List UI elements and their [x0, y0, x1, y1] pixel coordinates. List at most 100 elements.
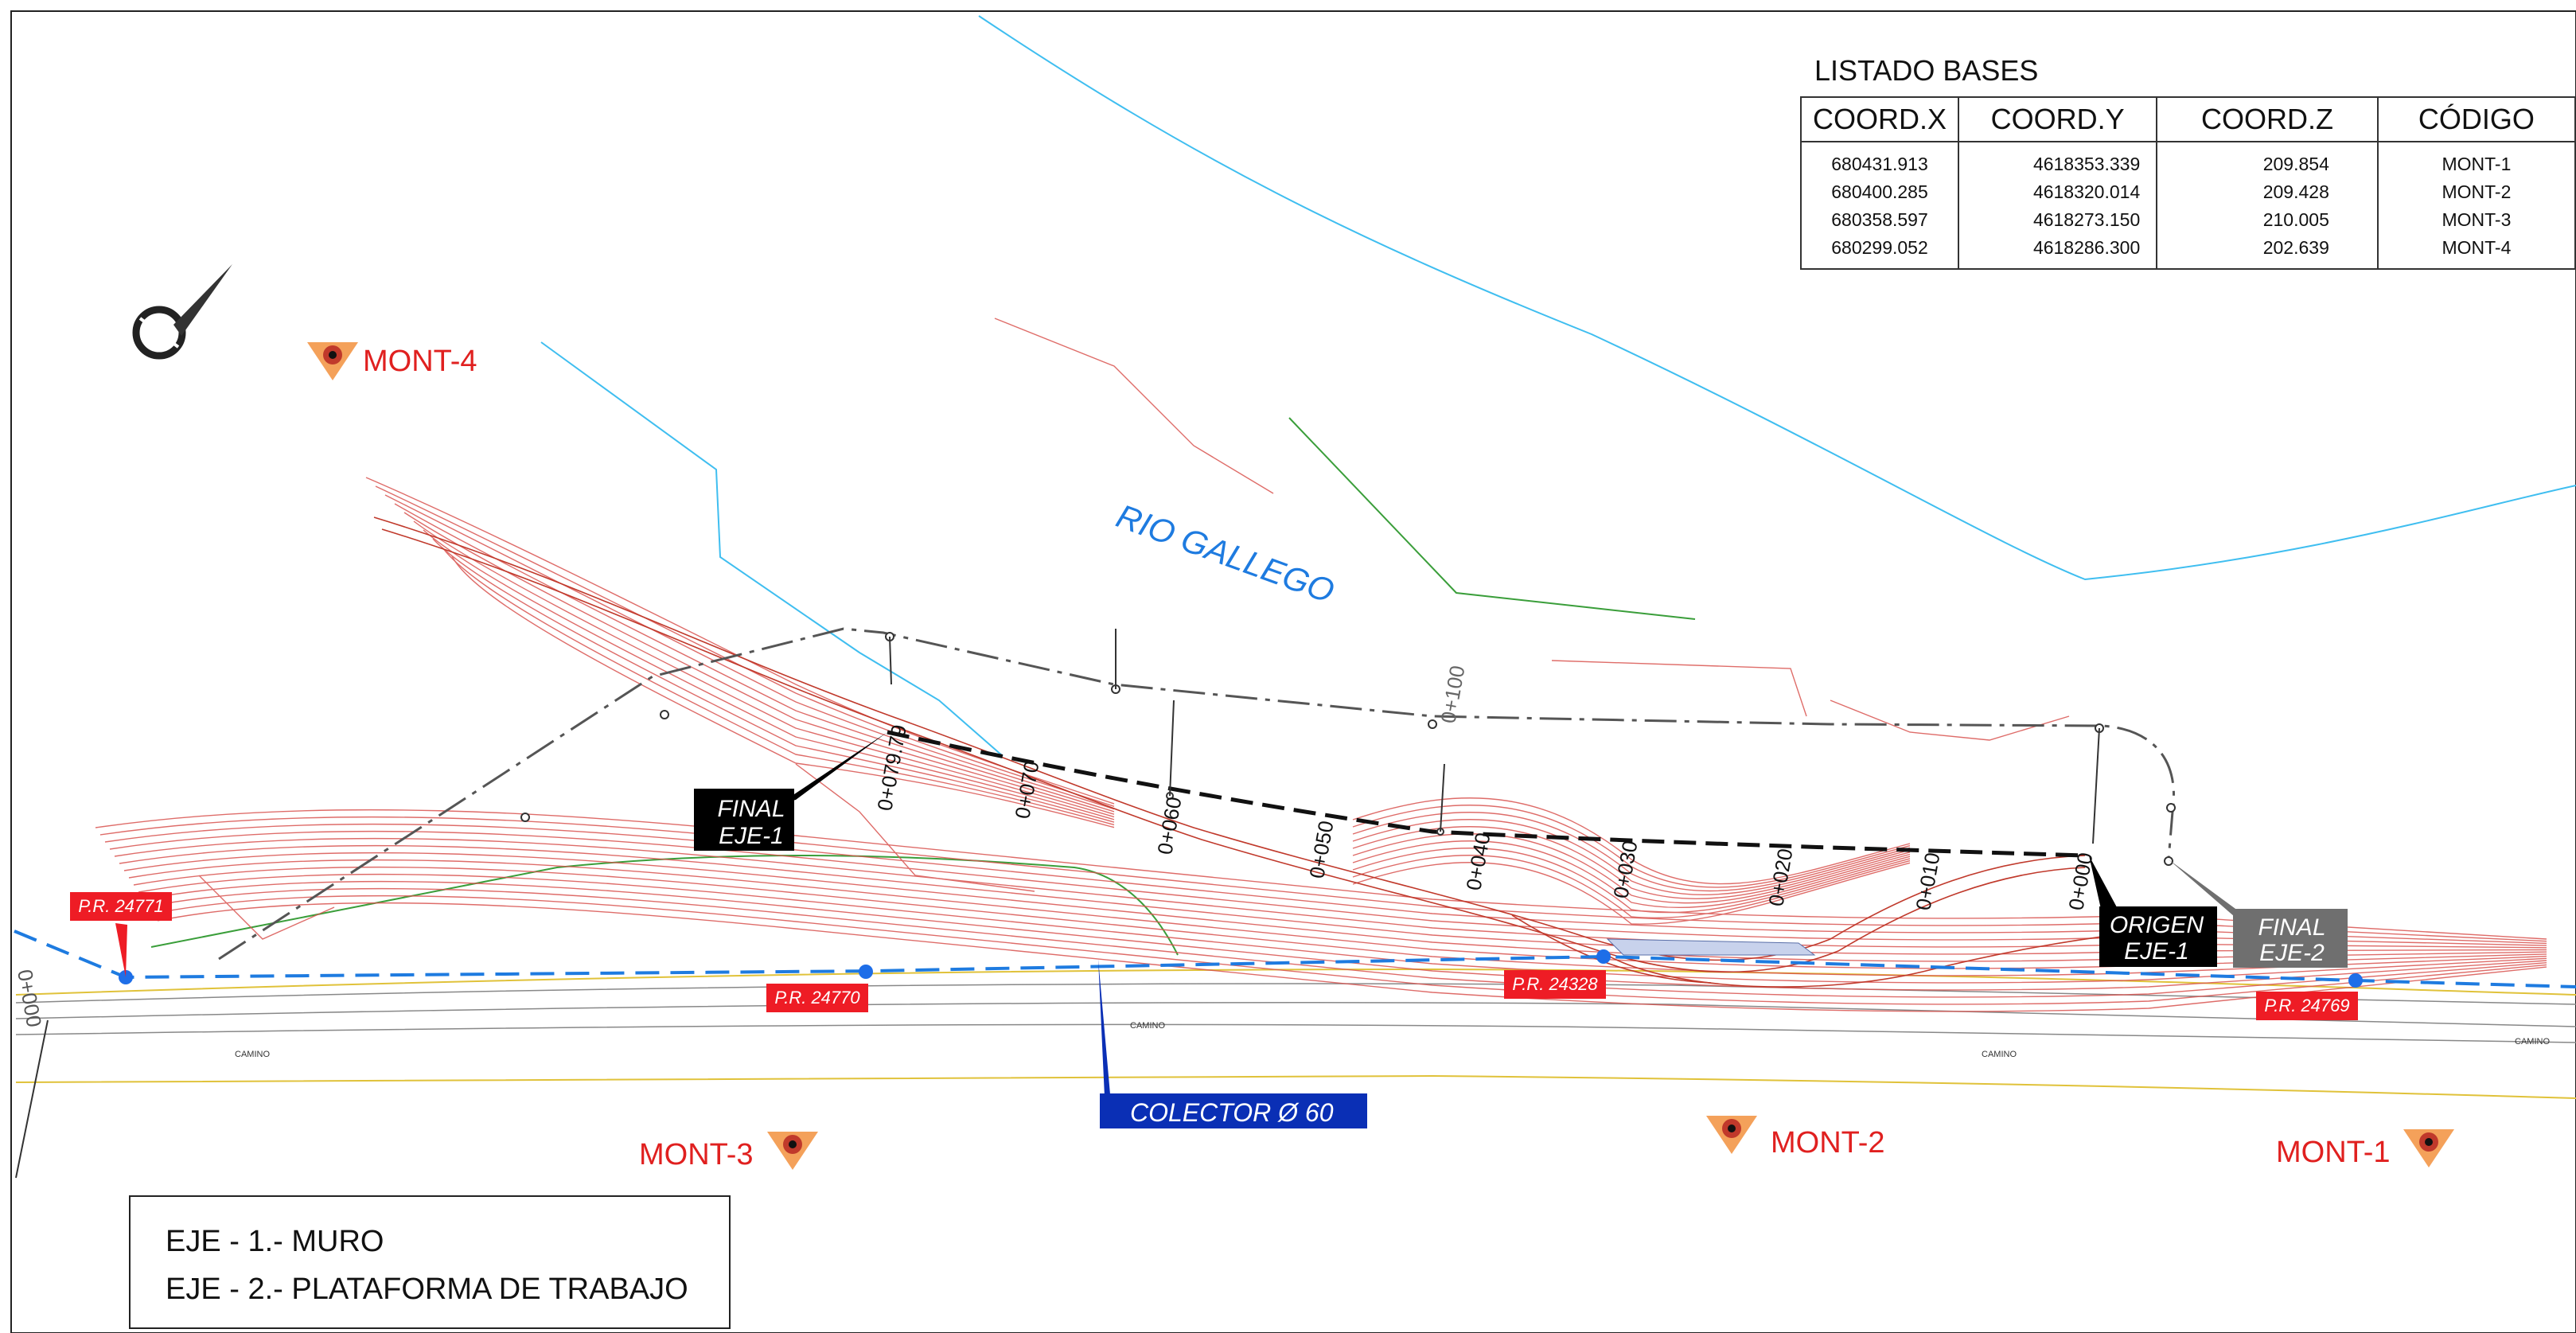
road-lines [15, 983, 2576, 1043]
contour-line [1352, 805, 1911, 888]
contour-line [128, 859, 2547, 969]
contour-line [1352, 855, 1911, 919]
station-label-left: 0+000 [13, 968, 46, 1029]
survey-base-label-mont2: MONT-2 [1771, 1126, 1885, 1160]
cell-code: MONT-3 [2376, 206, 2576, 234]
origen-eje1-line1: ORIGEN [2110, 912, 2204, 938]
station-label: 0+060 [1152, 795, 1186, 856]
reference-tag-label: P.R. 24771 [78, 896, 163, 916]
contour-line [123, 852, 2547, 962]
station-label: 0+010 [1911, 851, 1944, 912]
contour-line [133, 866, 2547, 976]
eje-2-axis [218, 627, 2175, 961]
table-row: 680299.052 4618286.300 202.639 MONT-4 [1799, 234, 2576, 270]
origen-eje1-callout [2099, 906, 2217, 967]
road-label: CAMINO [2515, 1037, 2550, 1047]
contour-line [394, 503, 1115, 813]
axis-legend: EJE - 1.- MURO EJE - 2.- PLATAFORMA DE T… [129, 1195, 731, 1329]
cell-code: MONT-4 [2376, 234, 2576, 270]
final-eje2-line1: FINAL [2258, 914, 2325, 941]
contour-line [119, 844, 2547, 955]
cell-coord-y: 4618320.014 [1958, 178, 2158, 206]
north-arrow-icon [132, 264, 232, 360]
station-label: 0+079.79 [872, 723, 911, 813]
river-banks [540, 15, 2576, 757]
reference-point-marker [2348, 973, 2363, 988]
contour-line [413, 520, 1115, 818]
collector-callout [1100, 1093, 1367, 1128]
bases-header-coord-z: COORD.Z [2156, 96, 2379, 142]
reference-tag-label: P.R. 24769 [2264, 996, 2349, 1015]
reference-tag [766, 984, 868, 1012]
cell-coord-z: 210.005 [2156, 206, 2379, 234]
contour-line [157, 902, 2547, 1012]
contour-line [1830, 700, 2070, 741]
cell-coord-x: 680400.285 [1799, 178, 1960, 206]
contour-line [451, 555, 1115, 828]
reference-tag [70, 892, 172, 921]
table-row: 680358.597 4618273.150 210.005 MONT-3 [1799, 206, 2576, 234]
station-label: 0+050 [1304, 819, 1338, 880]
survey-base-label-mont1: MONT-1 [2276, 1136, 2391, 1169]
final-eje1-line2: EJE-1 [719, 823, 784, 849]
axis-callouts: FINAL EJE-1 ORIGEN EJE-1 FINAL EJE-2 [694, 789, 2348, 968]
road-label: CAMINO [1982, 1050, 2017, 1059]
station-label: 0+070 [1010, 759, 1043, 820]
contour-line [104, 823, 2547, 945]
cell-code: MONT-1 [2376, 142, 2576, 178]
survey-base-icon [307, 342, 358, 380]
final-eje2-line2: EJE-2 [2259, 940, 2325, 966]
cell-coord-y: 4618273.150 [1958, 206, 2158, 234]
survey-base-icon [1706, 1116, 1757, 1154]
cell-code: MONT-2 [2376, 178, 2576, 206]
reference-axis [14, 930, 2576, 988]
wall-hatch [1606, 938, 1816, 956]
origen-eje1-line2: EJE-1 [2124, 938, 2189, 965]
station-label: 0+030 [1608, 839, 1642, 900]
road-label: CAMINO [1130, 1021, 1165, 1031]
final-eje1-callout [694, 789, 794, 851]
contour-line [1352, 862, 1911, 925]
contour-line [1551, 660, 1807, 717]
bases-header-coord-x: COORD.X [1799, 96, 1960, 142]
cell-coord-y: 4618286.300 [1958, 234, 2158, 270]
contour-line [795, 763, 1035, 892]
cell-coord-z: 202.639 [2156, 234, 2379, 270]
river-label: RIO GALLEGO [1112, 497, 1339, 610]
station-label: 0+020 [1763, 847, 1797, 908]
bases-table: COORD.X COORD.Y COORD.Z CÓDIGO 680431.91… [1799, 96, 2576, 270]
collector-label: COLECTOR Ø 60 [1130, 1098, 1334, 1127]
survey-base-icon [2403, 1129, 2454, 1167]
contour-line [1352, 848, 1911, 914]
cell-coord-x: 680358.597 [1799, 206, 1960, 234]
reference-tag-label: P.R. 24770 [774, 988, 860, 1008]
bases-header-coord-y: COORD.Y [1958, 96, 2158, 142]
contour-line [1352, 819, 1911, 895]
bases-table-title: LISTADO BASES [1814, 54, 2039, 87]
road-edges [15, 968, 2576, 1099]
contour-line [152, 895, 2547, 1005]
reference-tag-label: P.R. 24328 [1512, 974, 1598, 994]
contour-line [994, 318, 1274, 494]
contour-line [109, 830, 2547, 946]
slope-band [373, 516, 2149, 988]
reference-point-tags: P.R. 24771 P.R. 24770 P.R. 24328 P.R. 24… [70, 892, 2358, 1020]
cell-coord-z: 209.854 [2156, 142, 2379, 178]
table-row: 680431.913 4618353.339 209.854 MONT-1 [1799, 142, 2576, 178]
contour-line [138, 873, 2547, 984]
survey-base-markers [307, 342, 2454, 1170]
survey-leaders [15, 629, 2100, 1179]
contour-line [198, 875, 335, 940]
contour-line [1352, 797, 1911, 885]
road-label: CAMINO [235, 1050, 270, 1059]
eje-1-axis [887, 730, 2086, 858]
contour-line [423, 529, 1115, 820]
contour-line [403, 512, 1115, 815]
final-eje1-line1: FINAL [717, 796, 785, 822]
contour-line [147, 887, 2547, 998]
contour-line [1352, 812, 1911, 892]
callout-leaders [115, 732, 2244, 1097]
contour-line [114, 837, 2547, 949]
survey-base-label-mont4: MONT-4 [363, 345, 477, 378]
